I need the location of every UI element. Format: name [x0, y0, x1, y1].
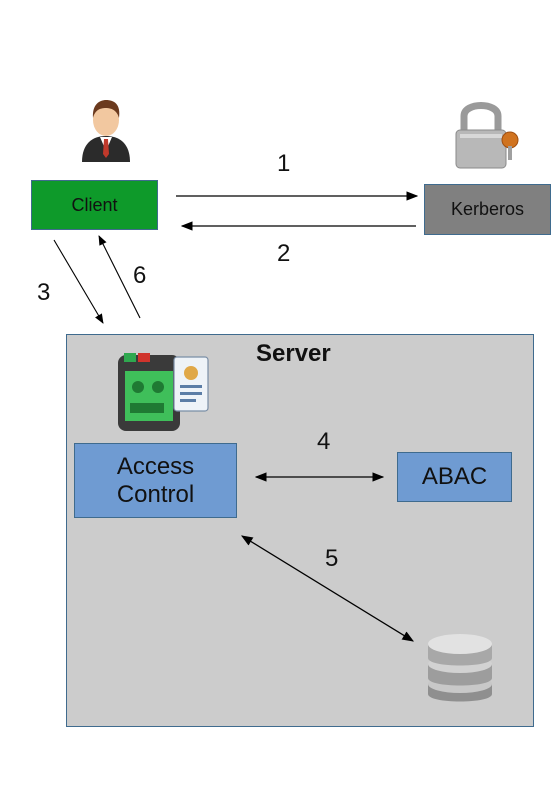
- arrow-3: [53, 239, 104, 324]
- step-6-label: 6: [133, 262, 147, 289]
- arrow-5: [241, 535, 414, 642]
- arrow-6: [98, 235, 141, 319]
- server-title: Server: [256, 340, 331, 367]
- step-3-label: 3: [37, 279, 51, 306]
- kerberos-label: Kerberos: [450, 199, 525, 219]
- padlock-icon: [455, 102, 519, 169]
- step-5-label: 5: [325, 545, 339, 572]
- client-label: Client: [71, 194, 118, 215]
- abac-label: ABAC: [421, 463, 488, 490]
- abac-node: ABAC: [397, 452, 512, 502]
- access-card-reader-icon: [118, 353, 209, 431]
- database-icon: [428, 634, 492, 702]
- step-2-label: 2: [277, 240, 291, 267]
- step-1-label: 1: [277, 150, 291, 177]
- user-icon: [82, 100, 130, 162]
- step-4-label: 4: [317, 428, 331, 455]
- access-control-label: Access Control: [116, 452, 195, 508]
- access-control-node: Access Control: [74, 443, 237, 518]
- client-node: Client: [31, 180, 158, 230]
- kerberos-node: Kerberos: [424, 184, 551, 235]
